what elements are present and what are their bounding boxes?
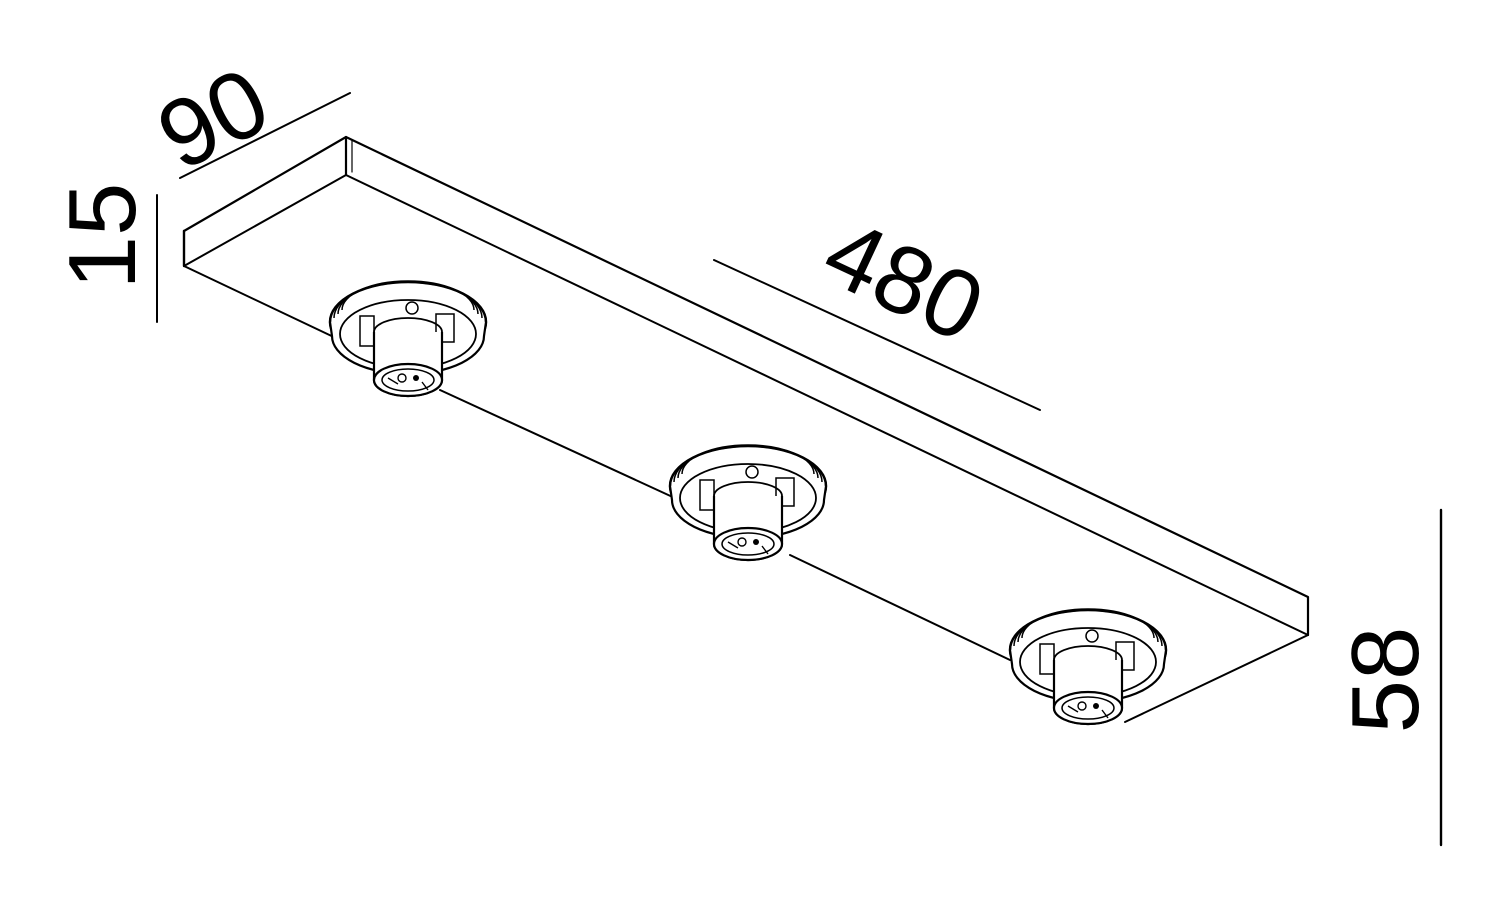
plate-bottom-edge-b	[439, 389, 691, 506]
dimension-label-total-height: 58	[1332, 627, 1439, 734]
socket-left	[328, 279, 488, 398]
plate-top-edge	[182, 135, 1310, 637]
dimension-label-plate-height: 15	[49, 183, 156, 290]
dimension-label-length: 480	[809, 198, 999, 363]
base-plate	[182, 135, 1310, 723]
dimension-line-length	[713, 259, 1041, 411]
dimension-line-depth	[179, 92, 351, 179]
plate-lower-edge	[183, 174, 1309, 636]
dimension-label-depth: 90	[141, 47, 285, 191]
plate-bottom-edge-a	[183, 265, 341, 341]
socket-center	[668, 443, 828, 562]
socket-right	[1008, 607, 1168, 726]
plate-bottom-edge-c	[789, 554, 1011, 661]
plate-bottom-edge-d	[1124, 634, 1309, 723]
